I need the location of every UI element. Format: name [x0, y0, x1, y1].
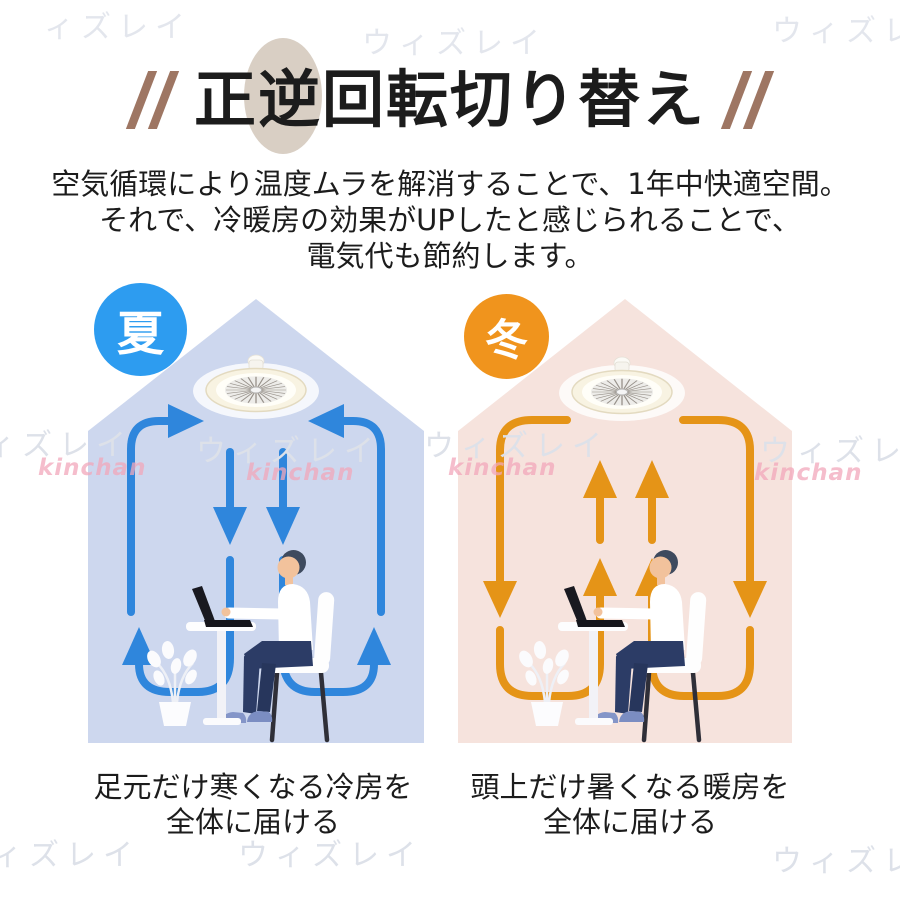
summer-caption-line-2: 全体に届ける	[165, 805, 340, 839]
brand-watermark: ウィズレイ	[238, 838, 423, 873]
brand-watermark: ウィズレイ	[196, 434, 381, 469]
brand-watermark: ィズレイ	[0, 838, 140, 873]
winter-airflow-arrows	[483, 416, 767, 700]
signature-watermark: kinchan	[38, 455, 147, 481]
winter-badge: 冬	[464, 294, 549, 379]
description-line-2: それで、冷暖房の効果がUPしたと感じられることで、	[99, 203, 801, 237]
winter-caption-line-1: 頭上だけ暑くなる暖房を	[470, 770, 790, 804]
brand-watermark: ウィズレイ	[362, 26, 547, 61]
brand-watermark: ウィズレイ	[0, 428, 133, 463]
signature-watermark: kinchan	[754, 460, 863, 486]
title-row: 正逆回転切り替え	[0, 52, 900, 148]
right-slashes-icon	[720, 71, 775, 129]
page-title: 正逆回転切り替え	[193, 63, 706, 136]
summer-caption-line-1: 足元だけ寒くなる冷房を	[93, 770, 413, 804]
signature-watermark: kinchan	[448, 455, 557, 481]
brand-watermark: ウィズレイ	[760, 434, 900, 469]
brand-watermark: ウィズレ	[772, 844, 900, 879]
winter-caption: 頭上だけ暑くなる暖房を 全体に届ける	[400, 770, 860, 840]
summer-badge: 夏	[94, 283, 187, 376]
description-text: 空気循環により温度ムラを解消することで、1年中快適空間。 それで、冷暖房の効果が…	[0, 166, 900, 274]
winter-caption-line-2: 全体に届ける	[542, 805, 717, 839]
brand-watermark: ィズレイ	[44, 10, 192, 45]
brand-watermark: ウィズレ	[772, 14, 900, 49]
winter-house-shape	[458, 299, 792, 743]
summer-caption: 足元だけ寒くなる冷房を 全体に届ける	[23, 770, 483, 840]
left-slashes-icon	[125, 71, 180, 129]
title-accent-circle	[244, 38, 322, 154]
description-line-1: 空気循環により温度ムラを解消することで、1年中快適空間。	[51, 167, 849, 201]
brand-watermark: ウィズレイ	[424, 429, 609, 464]
description-line-3: 電気代も節約します。	[306, 239, 594, 273]
signature-watermark: kinchan	[246, 460, 355, 486]
